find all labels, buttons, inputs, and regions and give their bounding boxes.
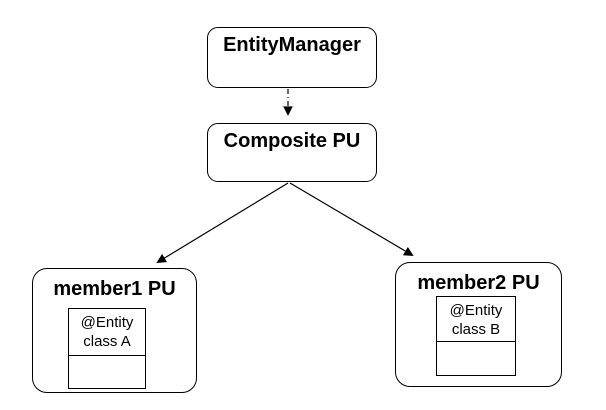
node-composite-pu-label: Composite PU (223, 130, 361, 152)
node-member1-pu-label: member1 PU (53, 278, 176, 300)
class-box-a-empty-compartment (69, 356, 145, 389)
arrow-composite-to-member2 (289, 182, 414, 256)
arrow-composite-to-member1 (156, 182, 289, 263)
class-box-b-empty-compartment (437, 342, 515, 375)
node-entitymanager-label: EntityManager (223, 34, 361, 56)
class-box-b-class-name: class B (451, 321, 501, 338)
node-entitymanager: EntityManager (207, 27, 377, 88)
node-member2-pu: member2 PU @Entity class B (395, 262, 562, 387)
node-composite-pu: Composite PU (207, 123, 377, 182)
class-box-a-class-name: class A (83, 333, 131, 350)
class-box-a-name-compartment: @Entity class A (69, 309, 145, 356)
node-member1-pu: member1 PU @Entity class A (32, 268, 197, 393)
class-box-a: @Entity class A (68, 308, 146, 389)
class-box-a-annotation: @Entity (80, 314, 134, 331)
class-box-b: @Entity class B (436, 296, 516, 376)
node-member2-pu-label: member2 PU (417, 272, 540, 294)
class-box-b-name-compartment: @Entity class B (437, 297, 515, 342)
class-box-b-annotation: @Entity (449, 302, 503, 319)
